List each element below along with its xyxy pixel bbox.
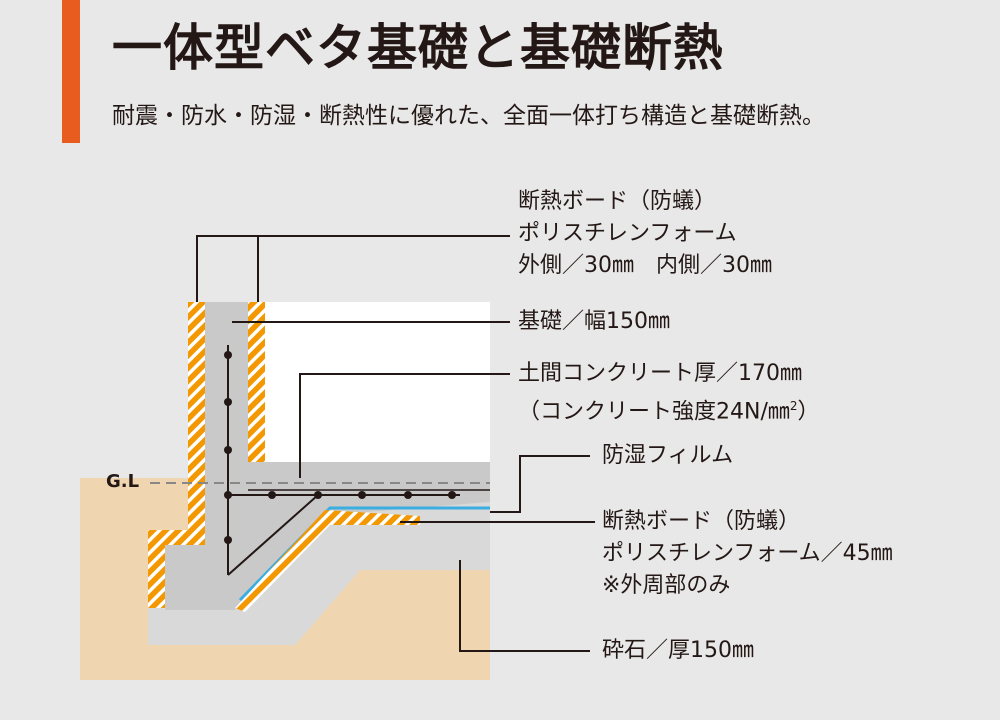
leader-lines: [196, 235, 595, 652]
label-slab-line1: 土間コンクリート厚／170㎜: [518, 361, 802, 386]
label-slab-line2: （コンクリート強度24N/㎜2）: [518, 390, 820, 428]
label-insulation-top-line1: 断熱ボード（防蟻）: [518, 189, 717, 214]
leader-moisture-film: [490, 455, 590, 513]
accent-bar: [62, 0, 80, 143]
label-gravel: 砕石／厚150㎜: [602, 638, 754, 663]
gravel-layer: [148, 502, 490, 645]
leader-slab: [299, 373, 510, 478]
leader-gravel: [459, 560, 590, 652]
label-insulation-bottom: 断熱ボード（防蟻） ポリスチレンフォーム／45㎜ ※外周部のみ: [602, 506, 893, 602]
rebar-points: [224, 351, 456, 544]
leader-insulation-top: [196, 235, 510, 302]
label-foundation: 基礎／幅150㎜: [518, 309, 670, 334]
label-slab-line2-sup: 2: [789, 399, 798, 413]
concrete-foundation: [165, 302, 490, 610]
label-insulation-top: 断熱ボード（防蟻） ポリスチレンフォーム 外側／30㎜ 内側／30㎜: [518, 186, 772, 282]
label-slab-line2-end: ）: [797, 399, 820, 425]
label-slab: 土間コンクリート厚／170㎜ （コンクリート強度24N/㎜2）: [518, 358, 820, 428]
label-insulation-bottom-line1: 断熱ボード（防蟻）: [602, 509, 801, 534]
label-slab-line2-main: （コンクリート強度24N/㎜: [518, 399, 790, 425]
page-title: 一体型ベタ基礎と基礎断熱: [112, 19, 724, 77]
interior-space: [265, 302, 490, 462]
label-moisture-film: 防湿フィルム: [602, 443, 734, 468]
moisture-film: [238, 506, 490, 602]
insulation-bottom: [235, 510, 420, 612]
insulation-outer: [148, 302, 205, 608]
insulation-inner: [248, 302, 265, 462]
label-insulation-bottom-line3: ※外周部のみ: [602, 573, 731, 598]
label-insulation-top-line2: ポリスチレンフォーム: [518, 221, 737, 246]
page-subtitle: 耐震・防水・防湿・断熱性に優れた、全面一体打ち構造と基礎断熱。: [112, 103, 825, 129]
gl-label: G.L: [106, 471, 140, 492]
label-insulation-top-line3: 外側／30㎜ 内側／30㎜: [518, 253, 772, 278]
rebar-diagonal: [227, 494, 319, 576]
soil-area: [80, 478, 490, 680]
label-insulation-bottom-line2: ポリスチレンフォーム／45㎜: [602, 541, 893, 566]
